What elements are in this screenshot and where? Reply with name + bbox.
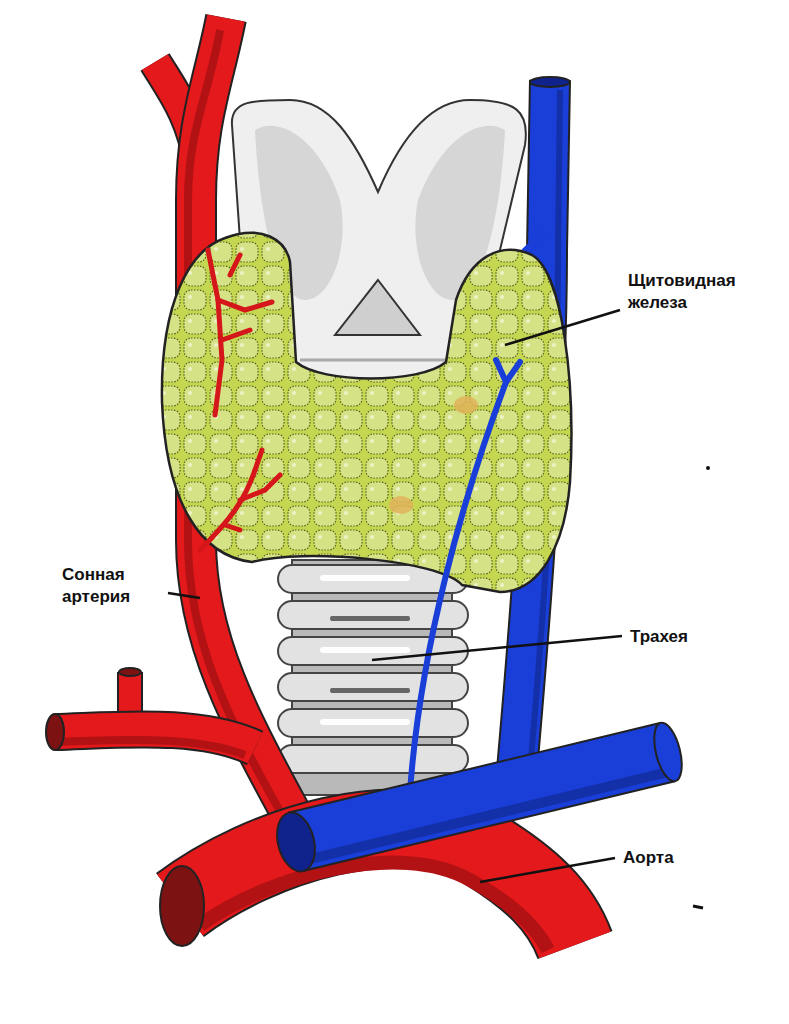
leader-lines (168, 310, 622, 882)
thyroid-gland (162, 233, 571, 592)
leader-line (480, 858, 615, 882)
leader-line (505, 310, 620, 345)
part-label: Трахея (630, 626, 770, 648)
artery-end (46, 714, 64, 750)
brachiocephalic-vein (295, 752, 668, 862)
part-label: Аорта (623, 847, 763, 869)
stray-dot (706, 466, 710, 470)
part-label: Сонная артерия (62, 564, 166, 608)
stray-mark (693, 906, 703, 908)
gland-spot (389, 496, 413, 514)
gland-spot (454, 396, 478, 414)
leader-line (168, 593, 200, 598)
artery-end (119, 668, 141, 676)
vein-end (271, 809, 320, 876)
vein-end (649, 720, 687, 784)
thyroid-vein (410, 360, 520, 792)
aorta-end (160, 866, 204, 946)
leader-line (372, 636, 622, 660)
vein-end (530, 77, 570, 87)
part-label: Щитовидная железа (628, 270, 773, 314)
thyroid-artery-branches (200, 250, 280, 550)
